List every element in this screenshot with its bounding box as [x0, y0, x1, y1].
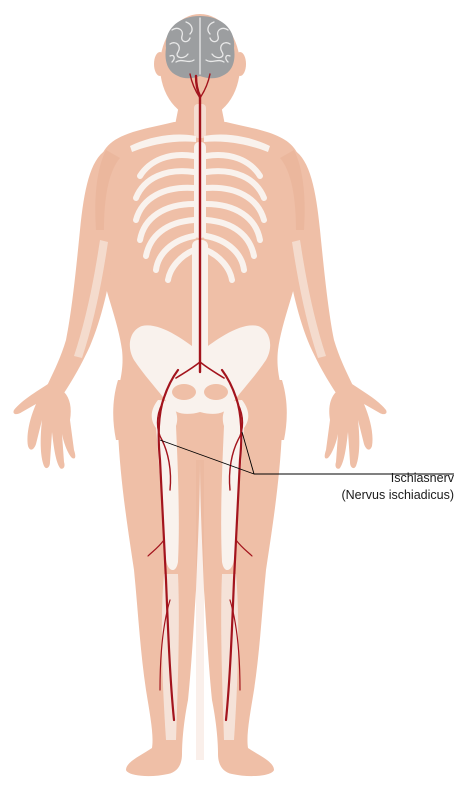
- label-line-1: Ischiasnerv: [341, 470, 454, 487]
- sciatic-nerve-label: Ischiasnerv (Nervus ischiadicus): [341, 470, 454, 504]
- left-ear: [154, 52, 166, 76]
- label-line-2: (Nervus ischiadicus): [341, 487, 454, 504]
- right-arm: [280, 150, 354, 396]
- right-leg: [200, 430, 282, 776]
- left-leg: [118, 430, 200, 776]
- right-hand: [325, 384, 387, 469]
- brain: [166, 16, 235, 78]
- right-ear: [234, 52, 246, 76]
- left-hand: [13, 384, 75, 469]
- left-arm: [46, 150, 120, 396]
